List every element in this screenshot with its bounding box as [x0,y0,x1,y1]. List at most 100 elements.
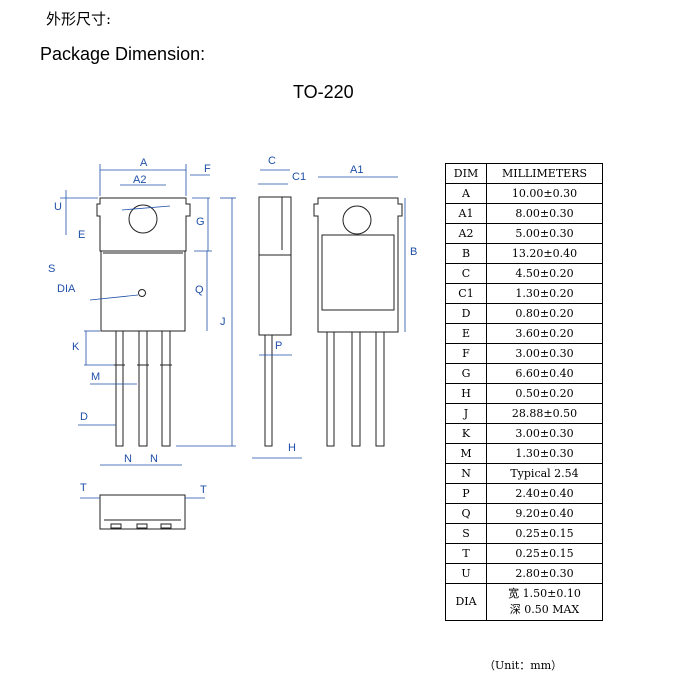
side-lead [264,335,273,447]
package-drawing: A A2 F C C1 A1 U E G S DIA Q B J K M D N… [0,140,440,560]
dia-mark [138,289,146,297]
dim-cell: C1 [445,283,487,304]
value-cell: 3.00±0.30 [486,423,603,444]
rear-lead-3 [375,332,385,447]
dim-cell: M [445,443,487,464]
rear-pad [321,234,395,311]
unit-note: （Unit：mm） [484,659,563,672]
value-cell: 3.60±0.20 [486,323,603,344]
package-title: TO-220 [293,82,354,102]
value-cell: 9.20±0.40 [486,503,603,524]
value-cell: 0.80±0.20 [486,303,603,324]
mounting-hole [128,204,158,234]
dim-cell: C [445,263,487,284]
to220-outline-drawing: A A2 F C C1 A1 U E G S DIA Q B J K M D N… [48,155,417,530]
dim-label-q: Q [195,284,204,296]
value-cell: 2.40±0.40 [486,483,603,504]
dim-cell: D [445,303,487,324]
dim-cell-dia: DIA [445,583,487,621]
front-lead-2 [138,331,148,447]
side-body-outline [258,254,292,336]
dim-cell: H [445,383,487,404]
dim-cell: G [445,363,487,384]
value-cell: 10.00±0.30 [486,183,603,204]
side-tab-outline [258,196,292,256]
dim-label-g: G [196,216,205,228]
dim-cell: A2 [445,223,487,244]
dim-label-e: E [78,229,85,241]
dim-cell: K [445,423,487,444]
dim-label-s: S [48,263,55,275]
value-cell: Typical 2.54 [486,463,603,484]
dim-label-u: U [54,201,62,213]
value-cell: 1.30±0.20 [486,283,603,304]
front-tab-outline [96,197,191,252]
dim-label-a1: A1 [350,164,363,176]
dia-depth-value: 深 0.50 MAX [509,603,580,616]
dim-label-h: H [288,442,296,454]
dia-width-value: 宽 1.50±0.10 [508,587,581,600]
dim-label-j: J [220,316,226,328]
table-header-row: DIM MILLIMETERS [445,163,603,184]
rear-lead-2 [351,332,361,447]
value-cell: 8.00±0.30 [486,203,603,224]
value-cell-dia: 宽 1.50±0.10 深 0.50 MAX [486,583,603,621]
dim-label-c: C [268,155,276,167]
dim-label-f: F [204,163,211,175]
dim-cell: A [445,183,487,204]
dim-cell: E [445,323,487,344]
dim-label-n-right: N [150,453,158,465]
value-cell: 0.50±0.20 [486,383,603,404]
dim-cell: Q [445,503,487,524]
dim-cell: S [445,523,487,544]
value-cell: 28.88±0.50 [486,403,603,424]
dim-cell: N [445,463,487,484]
dim-cell: J [445,403,487,424]
dim-label-b: B [410,246,417,258]
dim-cell: T [445,543,487,564]
dim-label-t-left: T [80,482,87,494]
rear-tab-outline [313,197,403,333]
dim-label-c1: C1 [292,171,306,183]
value-cell: 2.80±0.30 [486,563,603,584]
dim-cell: A1 [445,203,487,224]
rear-mounting-hole [342,205,372,235]
value-cell: 0.25±0.15 [486,523,603,544]
front-body-outline [100,250,186,332]
dim-label-dia: DIA [57,283,76,295]
dim-label-k: K [72,341,80,353]
rear-lead-1 [326,332,335,447]
front-lead-3 [161,331,171,447]
dim-cell: B [445,243,487,264]
front-lead-1 [115,331,124,447]
dim-label-t-right: T [200,484,207,496]
value-cell: 4.50±0.20 [486,263,603,284]
value-cell: 6.60±0.40 [486,363,603,384]
dim-label-m: M [91,371,100,383]
value-cell: 3.00±0.30 [486,343,603,364]
heading-english: Package Dimension: [40,44,206,64]
bottom-view-outline [99,494,186,530]
dim-label-a2: A2 [133,174,146,186]
heading-chinese: 外形尺寸: [46,10,112,28]
dim-cell: P [445,483,487,504]
dim-label-a: A [140,157,148,169]
value-cell: 0.25±0.15 [486,543,603,564]
